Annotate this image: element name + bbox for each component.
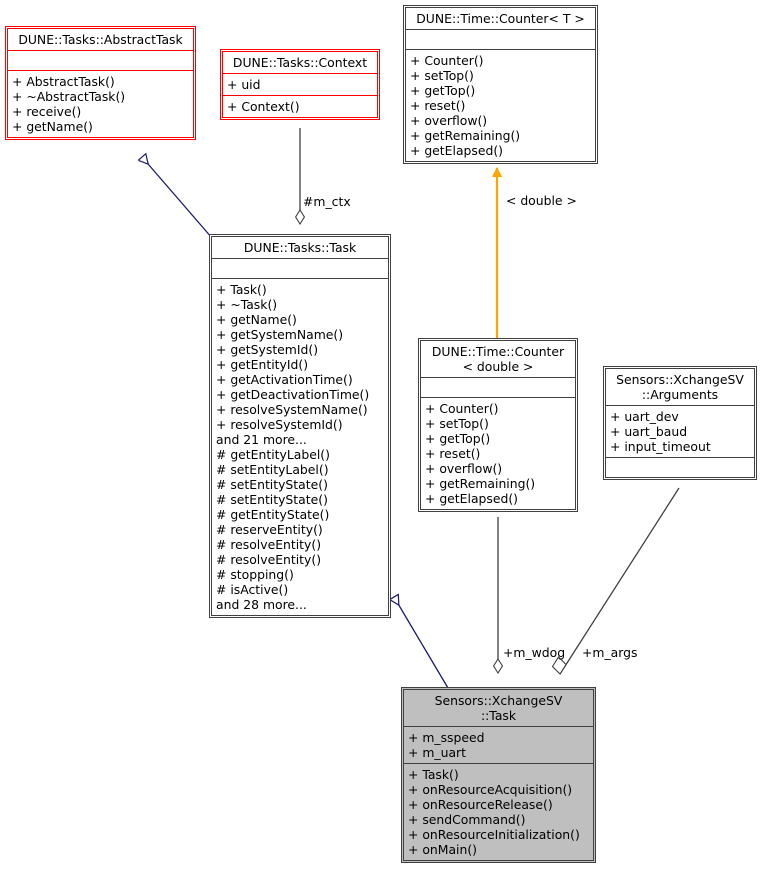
node-abstract-task[interactable]: DUNE::Tasks::AbstractTask + AbstractTask…: [5, 26, 196, 140]
node-xchangesv-task-title: Sensors::XchangeSV ::Task: [403, 689, 594, 727]
node-abstract-task-attributes: [7, 51, 194, 71]
edge-label-m-args: +m_args: [582, 645, 638, 660]
edge-label-m-ctx: #m_ctx: [303, 194, 351, 209]
node-context-operations: + Context(): [222, 96, 378, 118]
node-abstract-task-title: DUNE::Tasks::AbstractTask: [7, 28, 194, 51]
node-task-operations: + Task() + ~Task() + getName() + getSyst…: [211, 279, 389, 616]
node-counter-template-operations: + Counter() + setTop() + getTop() + rese…: [405, 50, 596, 162]
edge-label-m-wdog: +m_wdog: [503, 645, 566, 660]
node-arguments-title: Sensors::XchangeSV ::Arguments: [605, 368, 755, 406]
node-xchangesv-task-attributes: + m_sspeed + m_uart: [403, 727, 594, 764]
edge-xchangetask-inherits-task: [394, 597, 449, 689]
node-counter-double[interactable]: DUNE::Time::Counter < double > + Counter…: [418, 338, 578, 512]
node-arguments-operations: [605, 458, 755, 478]
node-arguments[interactable]: Sensors::XchangeSV ::Arguments + uart_de…: [603, 366, 757, 480]
node-counter-template-attributes: [405, 30, 596, 50]
node-abstract-task-operations: + AbstractTask() + ~AbstractTask() + rec…: [7, 71, 194, 138]
node-counter-double-title: DUNE::Time::Counter < double >: [420, 340, 576, 378]
node-counter-template-title: DUNE::Time::Counter< T >: [405, 7, 596, 30]
node-context-title: DUNE::Tasks::Context: [222, 51, 378, 74]
node-context[interactable]: DUNE::Tasks::Context + uid + Context(): [220, 49, 380, 120]
node-arguments-attributes: + uart_dev + uart_baud + input_timeout: [605, 406, 755, 458]
node-xchangesv-task[interactable]: Sensors::XchangeSV ::Task + m_sspeed + m…: [401, 687, 596, 863]
edge-label-double-param: < double >: [506, 193, 577, 208]
node-task-attributes: [211, 259, 389, 279]
node-task[interactable]: DUNE::Tasks::Task + Task() + ~Task() + g…: [209, 234, 391, 618]
node-context-attributes: + uid: [222, 74, 378, 96]
node-xchangesv-task-operations: + Task() + onResourceAcquisition() + onR…: [403, 764, 594, 861]
node-counter-double-operations: + Counter() + setTop() + getTop() + rese…: [420, 398, 576, 510]
edge-task-inherits-abstracttask: [142, 157, 213, 239]
node-counter-double-attributes: [420, 378, 576, 398]
node-task-title: DUNE::Tasks::Task: [211, 236, 389, 259]
node-counter-template[interactable]: DUNE::Time::Counter< T > + Counter() + s…: [403, 5, 598, 164]
